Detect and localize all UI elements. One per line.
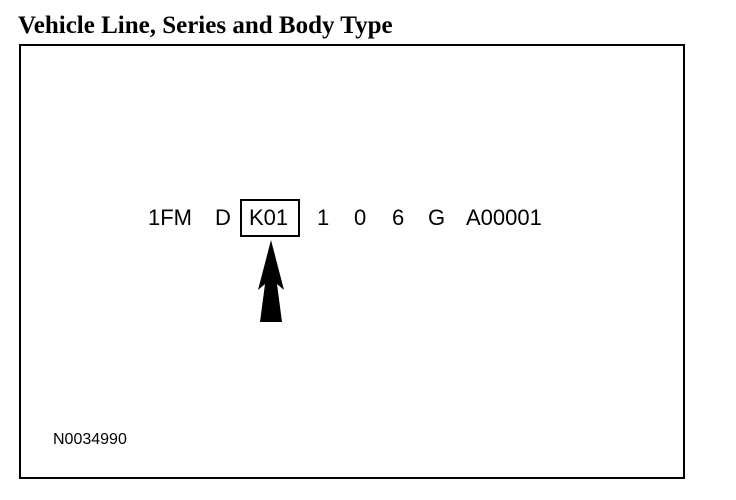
vin-segment-5: 0 xyxy=(354,205,367,230)
vin-segment-6: 6 xyxy=(392,205,405,230)
vin-highlight-box xyxy=(240,199,300,237)
vin-highlighted-segment: K01 xyxy=(249,205,289,230)
arrow-up-icon xyxy=(258,240,284,322)
diagram-title: Vehicle Line, Series and Body Type xyxy=(18,12,393,39)
vin-prefix: 1FM xyxy=(148,205,192,230)
reference-code: N0034990 xyxy=(53,431,127,448)
arrow-shape xyxy=(258,240,284,322)
vin-serial: A00001 xyxy=(466,205,542,230)
vin-segment-4: 1 xyxy=(317,205,330,230)
vin-segment-7: G xyxy=(428,205,446,230)
vin-segment-2: D xyxy=(215,205,231,230)
diagram-frame xyxy=(19,44,685,479)
